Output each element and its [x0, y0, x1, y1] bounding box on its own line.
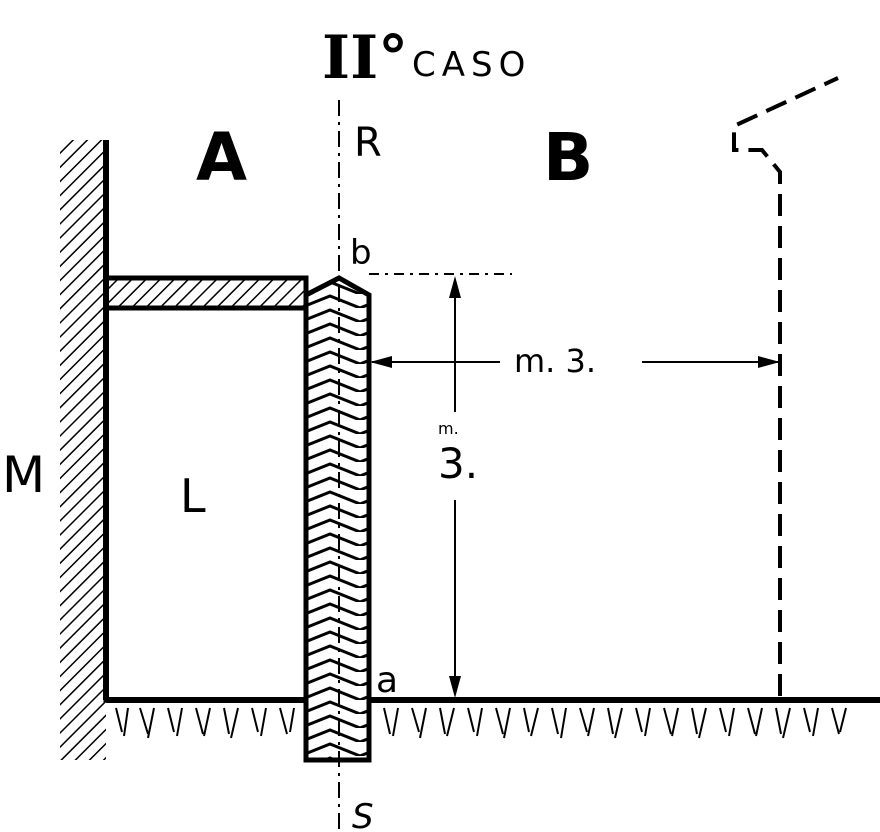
wall-label: M [2, 446, 45, 504]
vertical-dimension-unit: m. [438, 419, 459, 438]
room-label: L [180, 469, 206, 523]
vertical-arrow-up [449, 276, 461, 298]
projected-building-outline [732, 76, 839, 696]
dividing-wall [303, 275, 372, 763]
vertical-arrow-down [449, 676, 461, 698]
region-b-label: B [543, 119, 593, 196]
ground-texture [115, 707, 847, 739]
point-b-label: b [350, 233, 372, 273]
axis-bottom-label: S [352, 797, 374, 832]
horizontal-arrow-right [758, 356, 780, 368]
left-wall-hatch [60, 140, 106, 760]
axis-top-label: R [354, 120, 382, 166]
title-word: CASO [412, 45, 531, 85]
title-roman: II° [322, 23, 408, 93]
horizontal-dimension-label: m. 3. [514, 342, 596, 380]
horizontal-arrow-left [370, 356, 392, 368]
room-outline [103, 305, 309, 703]
vertical-dimension-value: 3. [438, 439, 478, 488]
point-a-label: a [376, 660, 398, 701]
region-a-label: A [196, 119, 247, 196]
top-slab [103, 275, 309, 311]
